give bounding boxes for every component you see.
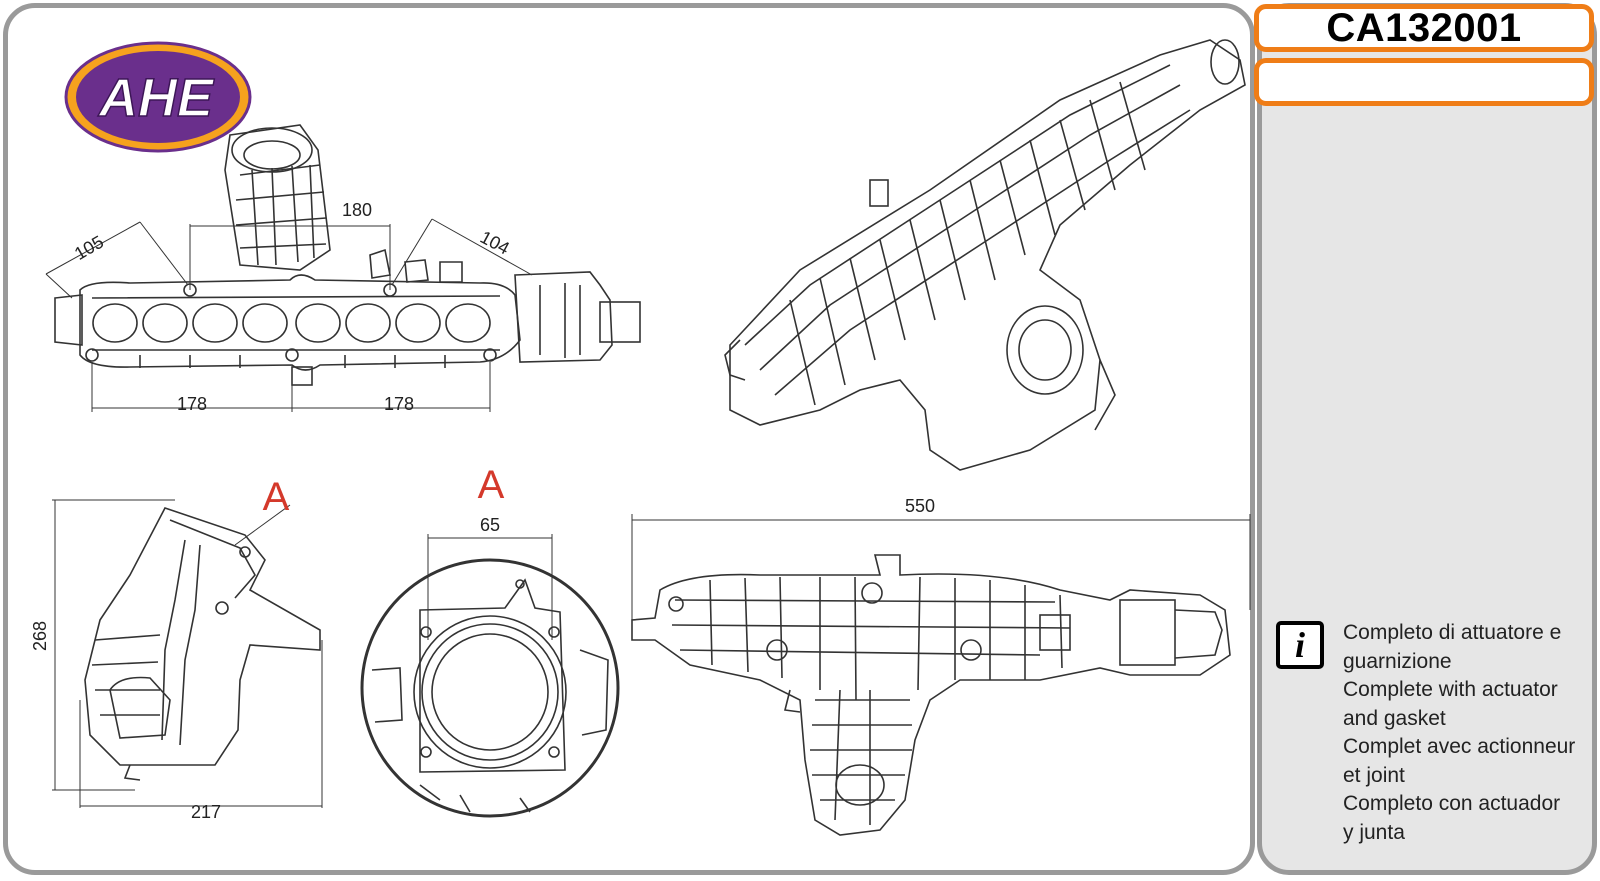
dim-550: 550: [905, 496, 935, 516]
top-view-dimensions: [45, 218, 533, 412]
isometric-ribs: [789, 81, 1146, 406]
ahe-logo: AHE: [64, 41, 252, 153]
dim-105: 105: [71, 232, 107, 264]
info-line-es-2: y junta: [1343, 820, 1405, 844]
dim-65: 65: [480, 515, 500, 535]
side-view-drawing: [84, 507, 321, 781]
front-view-grid: [671, 576, 1071, 825]
front-view-drawing: [631, 554, 1231, 836]
info-panel: [1257, 3, 1597, 875]
info-description: Completo di attuatore e guarnizione Comp…: [1343, 619, 1593, 847]
dim-178-right: 178: [384, 394, 414, 414]
dim-104: 104: [477, 227, 513, 259]
info-line-fr-2: et joint: [1343, 763, 1405, 787]
detail-a-drawing: [360, 558, 620, 818]
info-line-it-2: guarnizione: [1343, 649, 1452, 673]
drawing-panel: [3, 3, 1255, 875]
product-subtitle-box: [1254, 58, 1594, 106]
info-line-fr-1: Complet avec actionneur: [1343, 735, 1576, 758]
top-view-drawing: [54, 124, 641, 386]
dim-268: 268: [30, 621, 50, 651]
info-icon: i: [1276, 621, 1324, 669]
detail-a-label: A: [478, 463, 505, 507]
side-view-dimensions: [52, 499, 323, 808]
logo-text: AHE: [97, 68, 215, 128]
product-code: CA132001: [1254, 4, 1594, 52]
info-line-en-1: Complete with actuator: [1343, 678, 1558, 701]
dim-178-left: 178: [177, 394, 207, 414]
info-line-it-1: Completo di attuatore e: [1343, 621, 1562, 644]
detail-a-dimensions: [427, 534, 553, 640]
front-view-dimensions: [631, 514, 1251, 620]
isometric-view-drawing: [724, 39, 1246, 471]
runner-ports: [92, 303, 491, 343]
dim-217: 217: [191, 802, 221, 822]
info-line-es-1: Completo con actuador: [1343, 792, 1561, 815]
info-line-en-2: and gasket: [1343, 706, 1446, 730]
dim-180: 180: [342, 200, 372, 220]
section-a-label: A: [263, 475, 290, 519]
technical-drawing: AHE: [30, 39, 1251, 836]
